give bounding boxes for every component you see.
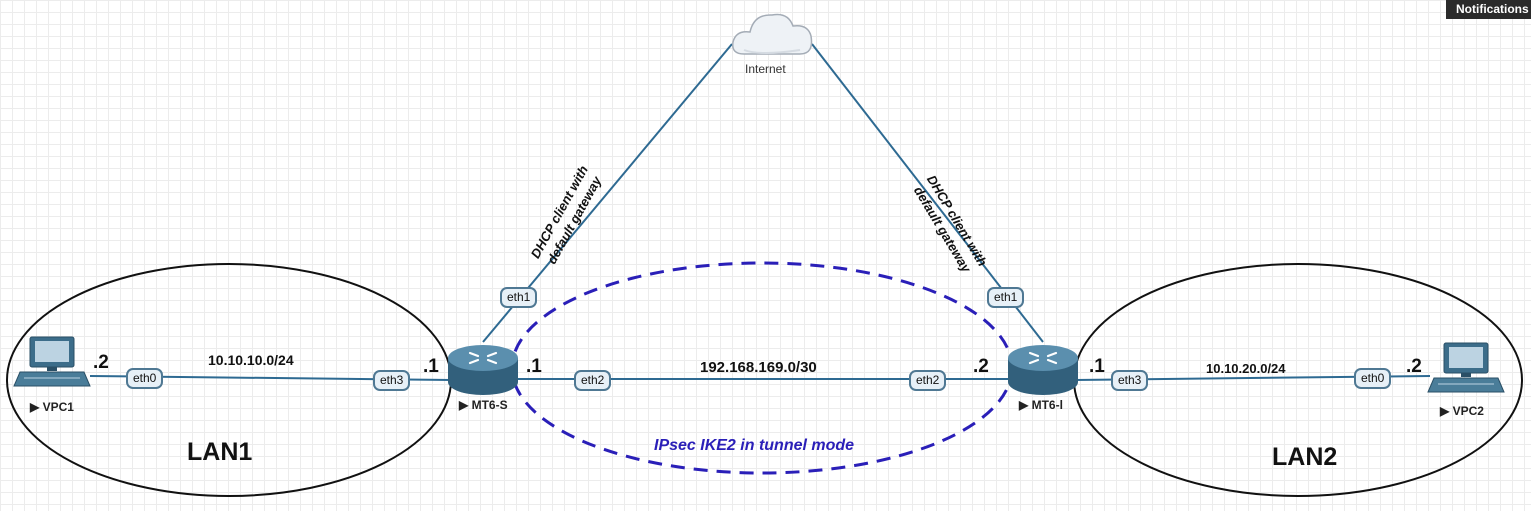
computer-icon[interactable] [1427, 342, 1505, 393]
node-mt6s-label: MT6-S [471, 398, 508, 412]
vpc2-address: .2 [1406, 356, 1422, 377]
node-mt6s[interactable]: ▶ MT6-S [459, 398, 508, 412]
play-icon: ▶ [1440, 404, 1450, 418]
mt6l-eth2-address: .2 [973, 356, 989, 377]
node-vpc2-label: VPC2 [1452, 404, 1484, 418]
lan2-network-label: 10.10.20.0/24 [1206, 361, 1286, 376]
port-mt6s-eth3[interactable]: eth3 [373, 370, 411, 391]
vpc1-address: .2 [93, 352, 109, 373]
port-vpc2-eth0[interactable]: eth0 [1354, 368, 1392, 389]
ipsec-tunnel-label: IPsec IKE2 in tunnel mode [654, 437, 855, 454]
node-vpc1[interactable]: ▶ VPC1 [30, 400, 74, 414]
port-mt6s-eth2[interactable]: eth2 [574, 370, 612, 391]
port-mt6s-eth1[interactable]: eth1 [500, 287, 538, 308]
node-vpc1-label: VPC1 [42, 400, 74, 414]
play-icon: ▶ [30, 400, 40, 414]
node-mt6l-label: MT6-l [1031, 398, 1063, 412]
cloud-icon [731, 13, 813, 55]
node-mt6l[interactable]: ▶ MT6-l [1019, 398, 1063, 412]
port-mt6l-eth1[interactable]: eth1 [987, 287, 1025, 308]
port-mt6l-eth3[interactable]: eth3 [1111, 370, 1149, 391]
lan1-network-label: 10.10.10.0/24 [208, 352, 294, 368]
router-icon[interactable] [1008, 345, 1078, 395]
router-icon[interactable] [448, 345, 518, 395]
port-vpc1-eth0[interactable]: eth0 [126, 368, 164, 389]
lan1-label: LAN1 [187, 438, 253, 466]
mt6s-eth3-address: .1 [423, 356, 439, 377]
notifications-tab[interactable]: Notifications [1446, 0, 1531, 19]
lan2-label: LAN2 [1272, 443, 1338, 471]
play-icon: ▶ [1019, 398, 1029, 412]
node-vpc2[interactable]: ▶ VPC2 [1440, 404, 1484, 418]
transit-network-label: 192.168.169.0/30 [700, 359, 817, 376]
port-mt6l-eth2[interactable]: eth2 [909, 370, 947, 391]
mt6s-eth2-address: .1 [526, 356, 542, 377]
mt6l-eth3-address: .1 [1089, 356, 1105, 377]
play-icon: ▶ [459, 398, 469, 412]
internet-label: Internet [745, 62, 786, 76]
computer-icon[interactable] [13, 336, 91, 387]
